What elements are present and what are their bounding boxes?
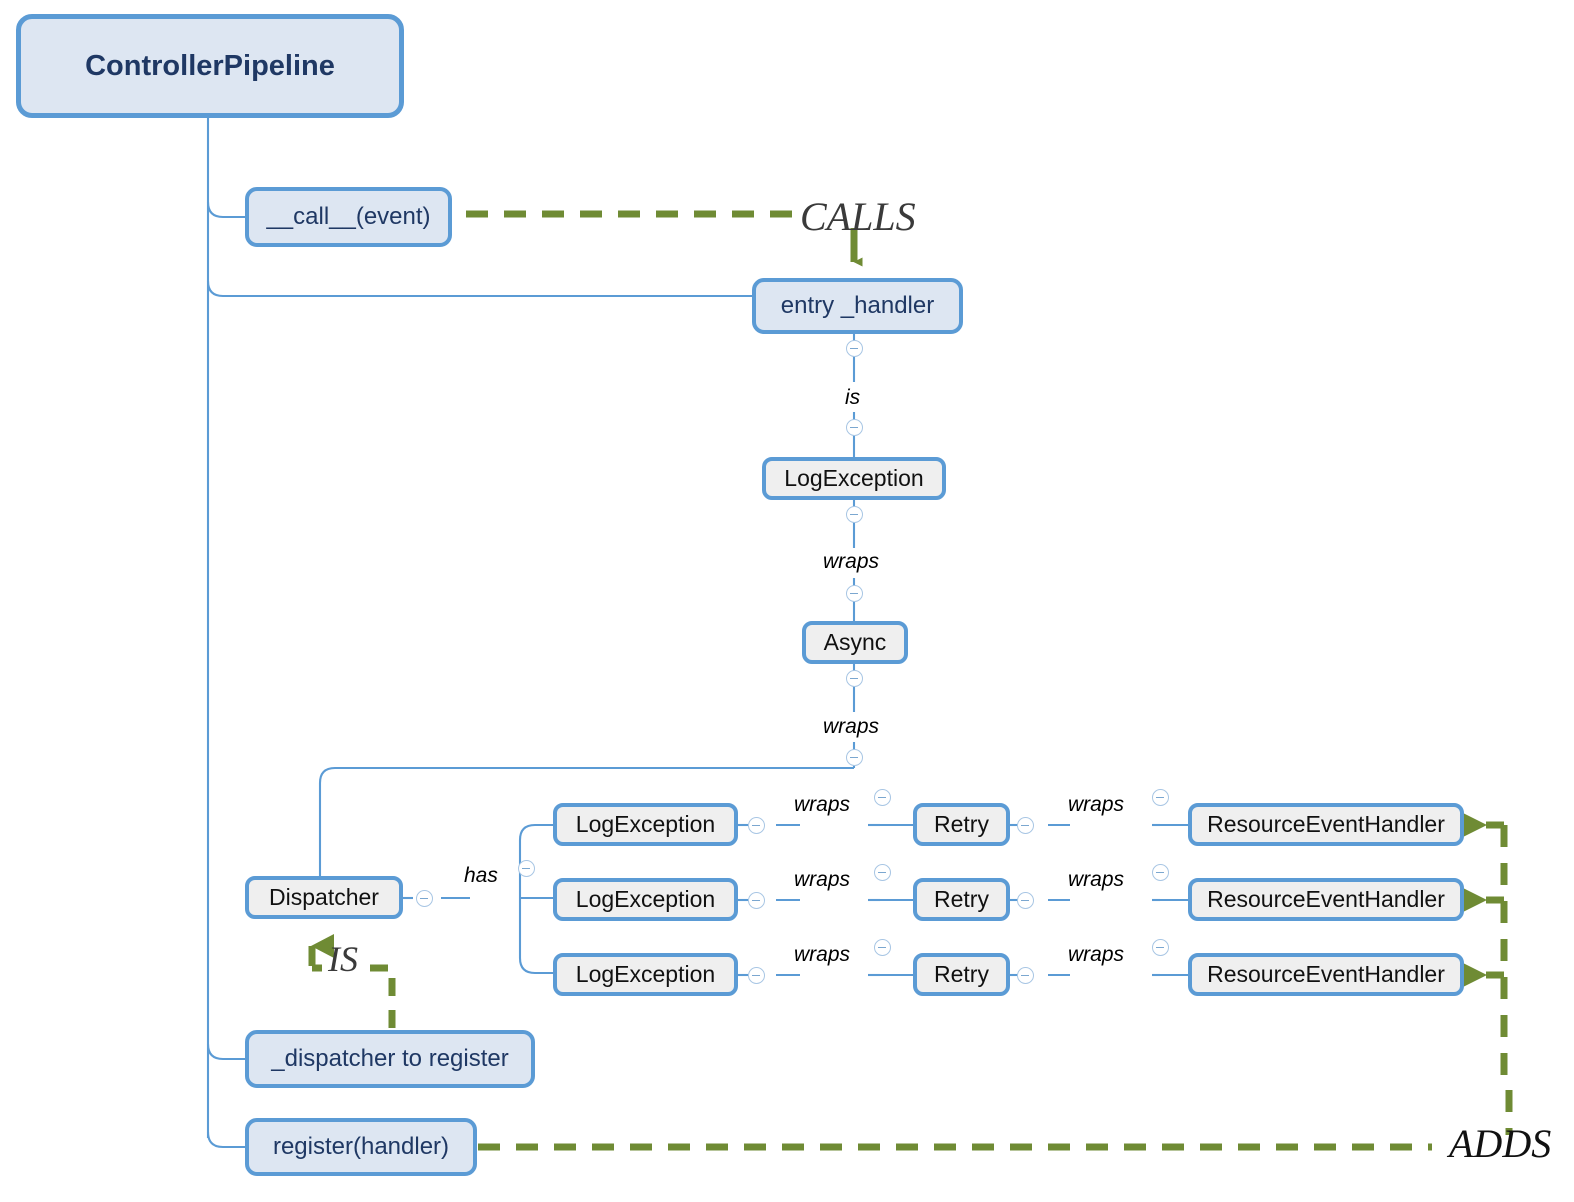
node-label: LogException bbox=[784, 465, 924, 491]
node-label: _dispatcher to register bbox=[271, 1045, 509, 1072]
edge-label-wraps-row-3-b: wraps bbox=[1068, 943, 1125, 966]
edge-label-has: has bbox=[464, 864, 498, 887]
node-label: Retry bbox=[934, 811, 989, 837]
node-label: Retry bbox=[934, 886, 989, 912]
edge-label-is: is bbox=[845, 386, 861, 409]
collapse-toggle-retry-row-1[interactable] bbox=[1017, 817, 1034, 834]
node-controller-pipeline[interactable]: ControllerPipeline bbox=[16, 14, 404, 118]
node-log-exception-row-1[interactable]: LogException bbox=[553, 803, 738, 846]
node-label: Async bbox=[823, 629, 887, 655]
node-log-exception-main[interactable]: LogException bbox=[762, 457, 946, 500]
node-entry-handler[interactable]: entry _handler bbox=[752, 278, 963, 334]
node-dispatcher-to-register[interactable]: _dispatcher to register bbox=[245, 1030, 535, 1088]
node-register-handler[interactable]: register(handler) bbox=[245, 1118, 477, 1176]
collapse-toggle-log-exception-row-3[interactable] bbox=[748, 967, 765, 984]
edge-label-wraps-row-1-a: wraps bbox=[794, 793, 851, 816]
relation-label-adds: ADDS bbox=[1449, 1121, 1552, 1166]
collapse-toggle-log-exception-row-1[interactable] bbox=[748, 817, 765, 834]
collapse-toggle-log-exception-row-2[interactable] bbox=[748, 892, 765, 909]
collapse-toggle-wraps-async[interactable] bbox=[846, 585, 863, 602]
node-label: Dispatcher bbox=[269, 884, 379, 910]
node-resource-event-handler-row-3[interactable]: ResourceEventHandler bbox=[1188, 953, 1464, 996]
relation-label-is: IS bbox=[328, 939, 358, 979]
node-label: ResourceEventHandler bbox=[1207, 961, 1445, 987]
node-label: entry _handler bbox=[780, 292, 935, 319]
collapse-toggle-is[interactable] bbox=[846, 419, 863, 436]
node-label: LogException bbox=[575, 961, 716, 987]
collapse-toggle-wraps-row-3-a[interactable] bbox=[874, 939, 891, 956]
edge-label-wraps-dispatcher: wraps bbox=[823, 715, 880, 738]
node-async[interactable]: Async bbox=[802, 621, 908, 664]
node-label: ResourceEventHandler bbox=[1207, 811, 1445, 837]
node-log-exception-row-2[interactable]: LogException bbox=[553, 878, 738, 921]
node-call-event[interactable]: __call__(event) bbox=[245, 187, 452, 247]
node-retry-row-3[interactable]: Retry bbox=[913, 953, 1010, 996]
edge-label-wraps-row-3-a: wraps bbox=[794, 943, 851, 966]
collapse-toggle-log-exception-main-bottom[interactable] bbox=[846, 506, 863, 523]
collapse-toggle-retry-row-2[interactable] bbox=[1017, 892, 1034, 909]
collapse-toggle-dispatcher-right[interactable] bbox=[416, 890, 433, 907]
edge-label-wraps-async: wraps bbox=[823, 550, 880, 573]
collapse-toggle-entry-handler[interactable] bbox=[846, 340, 863, 357]
collapse-toggle-async-bottom[interactable] bbox=[846, 670, 863, 687]
collapse-toggle-wraps-row-3-b[interactable] bbox=[1152, 939, 1169, 956]
node-retry-row-2[interactable]: Retry bbox=[913, 878, 1010, 921]
node-label: register(handler) bbox=[272, 1133, 450, 1160]
edge-label-wraps-row-2-a: wraps bbox=[794, 868, 851, 891]
collapse-toggle-retry-row-3[interactable] bbox=[1017, 967, 1034, 984]
collapse-toggle-wraps-dispatcher[interactable] bbox=[846, 749, 863, 766]
node-label: Retry bbox=[934, 961, 989, 987]
collapse-toggle-wraps-row-1-b[interactable] bbox=[1152, 789, 1169, 806]
node-label: ControllerPipeline bbox=[85, 49, 335, 82]
collapse-toggle-wraps-row-2-a[interactable] bbox=[874, 864, 891, 881]
node-resource-event-handler-row-1[interactable]: ResourceEventHandler bbox=[1188, 803, 1464, 846]
node-log-exception-row-3[interactable]: LogException bbox=[553, 953, 738, 996]
collapse-toggle-wraps-row-2-b[interactable] bbox=[1152, 864, 1169, 881]
edge-label-wraps-row-2-b: wraps bbox=[1068, 868, 1125, 891]
relation-label-calls: CALLS bbox=[800, 194, 916, 239]
node-label: LogException bbox=[575, 811, 716, 837]
node-label: ResourceEventHandler bbox=[1207, 886, 1445, 912]
node-retry-row-1[interactable]: Retry bbox=[913, 803, 1010, 846]
node-label: LogException bbox=[575, 886, 716, 912]
collapse-toggle-has[interactable] bbox=[518, 860, 535, 877]
node-label: __call__(event) bbox=[266, 203, 431, 230]
collapse-toggle-wraps-row-1-a[interactable] bbox=[874, 789, 891, 806]
edge-label-wraps-row-1-b: wraps bbox=[1068, 793, 1125, 816]
node-dispatcher[interactable]: Dispatcher bbox=[245, 876, 403, 919]
node-resource-event-handler-row-2[interactable]: ResourceEventHandler bbox=[1188, 878, 1464, 921]
